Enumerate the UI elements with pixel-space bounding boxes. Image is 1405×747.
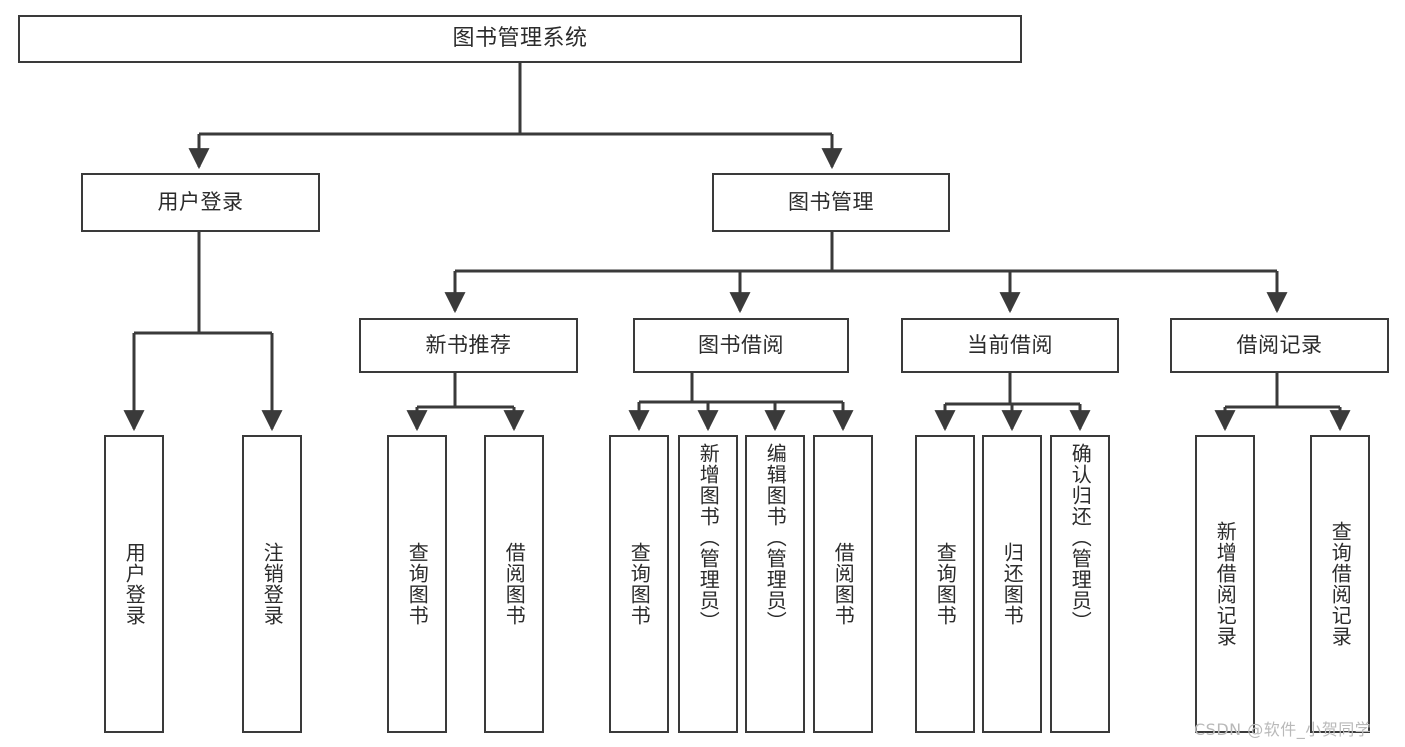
node-new-book-recommend[interactable]: 新书推荐 [359,318,578,373]
node-label: 用户登录 [157,190,244,215]
leaf-borrow-record-query[interactable]: 查询借阅记录 [1310,435,1370,733]
node-current-borrow[interactable]: 当前借阅 [901,318,1119,373]
node-root-system[interactable]: 图书管理系统 [18,15,1022,63]
node-label: 查询图书 [933,542,958,626]
node-label: 借阅图书 [831,542,856,626]
node-book-management[interactable]: 图书管理 [712,173,950,232]
watermark-text: CSDN @软件_小贺同学 [1194,720,1372,739]
node-label: 图书管理 [788,190,874,215]
node-label: 注销登录 [260,542,285,626]
leaf-book-borrow-edit[interactable]: 编辑图书（管理员） [745,435,805,733]
node-label: 查询图书 [627,542,652,626]
leaf-book-borrow-add[interactable]: 新增图书（管理员） [678,435,738,733]
leaf-new-book-borrow[interactable]: 借阅图书 [484,435,544,733]
node-label: 新增图书（管理员） [696,443,721,632]
node-book-borrow[interactable]: 图书借阅 [633,318,849,373]
node-label: 借阅图书 [502,542,527,626]
node-label: 确认归还（管理员） [1068,443,1093,632]
node-label: 新书推荐 [425,333,512,358]
node-label: 查询借阅记录 [1328,521,1353,647]
leaf-book-borrow-borrow[interactable]: 借阅图书 [813,435,873,733]
node-label: 借阅记录 [1236,333,1323,358]
leaf-user-login-login[interactable]: 用户登录 [104,435,164,733]
node-label: 归还图书 [1000,542,1025,626]
leaf-current-borrow-return[interactable]: 归还图书 [982,435,1042,733]
node-user-login[interactable]: 用户登录 [81,173,320,232]
node-label: 新增借阅记录 [1213,521,1238,647]
node-borrow-record[interactable]: 借阅记录 [1170,318,1389,373]
leaf-current-borrow-query[interactable]: 查询图书 [915,435,975,733]
node-label: 用户登录 [122,542,147,626]
node-label: 查询图书 [405,542,430,626]
leaf-current-borrow-confirm-return[interactable]: 确认归还（管理员） [1050,435,1110,733]
leaf-user-login-logout[interactable]: 注销登录 [242,435,302,733]
leaf-new-book-query[interactable]: 查询图书 [387,435,447,733]
leaf-borrow-record-add[interactable]: 新增借阅记录 [1195,435,1255,733]
node-label: 当前借阅 [967,333,1053,358]
node-label: 编辑图书（管理员） [763,443,788,632]
node-label: 图书借阅 [698,333,784,358]
node-label: 图书管理系统 [452,26,588,52]
leaf-book-borrow-query[interactable]: 查询图书 [609,435,669,733]
